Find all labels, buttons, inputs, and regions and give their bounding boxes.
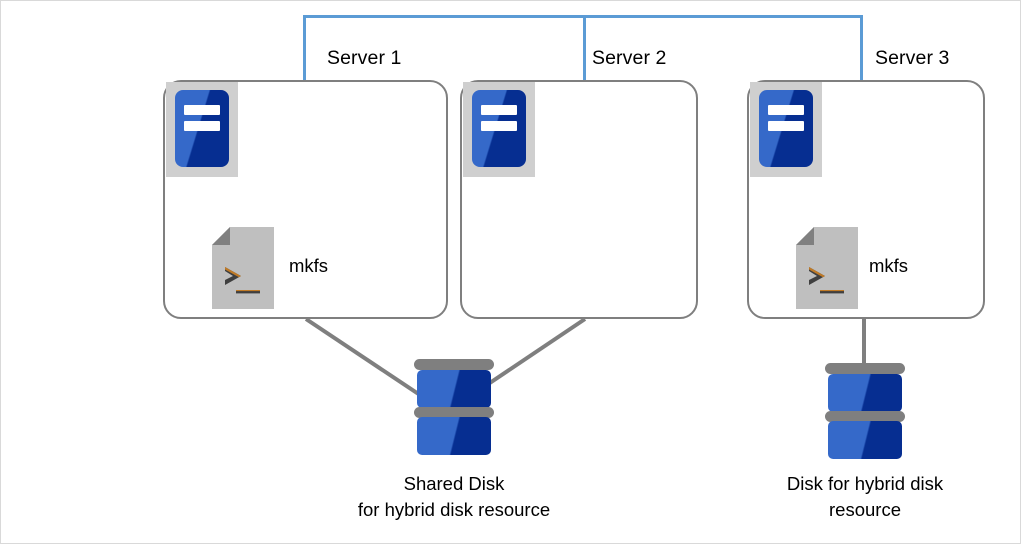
disk-stack-icon-shared: [413, 359, 495, 455]
disk-plate-bottom: [417, 417, 491, 455]
server-label-server-3: Server 3: [875, 47, 950, 69]
disk-plate-top: [828, 374, 902, 412]
connector-server1-shared-disk: [304, 317, 437, 407]
server-icon-body: [472, 90, 526, 167]
script-icon: [212, 227, 274, 309]
script-icon-fold: [796, 227, 814, 245]
server-icon-body: [175, 90, 229, 167]
server-icon: [750, 82, 822, 177]
script-icon-page: [212, 227, 274, 309]
server-icon-bar-top: [480, 104, 518, 115]
disk-cap-top: [414, 359, 494, 370]
script-icon-page: [796, 227, 858, 309]
script-icon-prompt-accent: [225, 267, 241, 278]
server-icon-bar-top: [767, 104, 805, 115]
mkfs-label: mkfs: [869, 255, 909, 276]
script-icon-cursor-underscore: [820, 290, 844, 294]
server-label-server-2: Server 2: [592, 47, 667, 69]
disk-cap-middle: [414, 407, 494, 418]
server-label-server-1: Server 1: [327, 47, 402, 69]
disk-caption-shared: Shared Disk for hybrid disk resource: [357, 473, 551, 520]
server-icon: [463, 82, 535, 177]
script-icon-prompt-accent: [809, 267, 825, 278]
disk-plate-top: [417, 370, 491, 408]
server-icon-bar-bottom: [480, 120, 518, 131]
server-icon: [166, 82, 238, 177]
server-icon-bar-bottom: [183, 120, 221, 131]
script-icon-cursor-accent: [820, 290, 844, 292]
disk-plate-bottom: [828, 421, 902, 459]
mkfs-label: mkfs: [289, 255, 329, 276]
script-icon: [796, 227, 858, 309]
disk-cap-middle: [825, 411, 905, 422]
server-icon-body: [759, 90, 813, 167]
script-icon-cursor-underscore: [236, 290, 260, 294]
server-icon-bar-bottom: [767, 120, 805, 131]
server-icon-bar-top: [183, 104, 221, 115]
script-icon-cursor-accent: [236, 290, 260, 292]
disk-stack-icon-local: [824, 363, 906, 459]
script-icon-fold: [212, 227, 230, 245]
server-box-server-1[interactable]: [163, 80, 448, 319]
disk-caption-local: Disk for hybrid disk resource: [786, 473, 944, 520]
disk-cap-top: [825, 363, 905, 374]
